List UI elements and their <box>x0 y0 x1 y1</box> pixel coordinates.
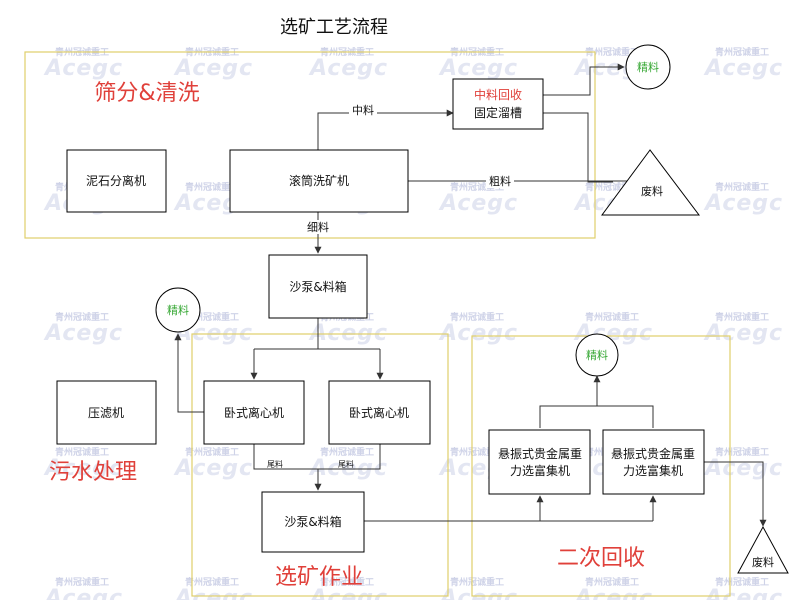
watermark-logo: Acegc <box>43 586 123 600</box>
watermark-layer: 青州冠诚重工Acegc青州冠诚重工Acegc青州冠诚重工Acegc青州冠诚重工A… <box>43 46 783 600</box>
node-medium-recovery-title: 中料回收 <box>474 87 522 102</box>
output-concentrate-top <box>625 44 671 90</box>
node-sand-pump-1-label: 沙泵&料箱 <box>289 279 346 294</box>
edge-label-coarse: 粗料 <box>489 174 511 188</box>
watermark-logo: Acegc <box>703 191 783 216</box>
node-centrifuge-right <box>328 380 431 445</box>
watermark-company: 青州冠诚重工 <box>320 576 374 588</box>
watermark-company: 青州冠诚重工 <box>55 446 109 458</box>
edge-recovery-to-concentrate <box>543 63 625 96</box>
output-concentrate-left-label: 精料 <box>167 303 189 317</box>
watermark-company: 青州冠诚重工 <box>585 576 639 588</box>
watermark-logo: Acegc <box>43 321 123 346</box>
node-drum-washer-label: 滚筒洗矿机 <box>289 173 349 188</box>
node-medium-recovery-sub: 固定溜槽 <box>474 105 522 120</box>
watermark-company: 青州冠诚重工 <box>715 181 769 193</box>
watermark-company: 青州冠诚重工 <box>450 311 504 323</box>
node-concentrator-right-line2: 力选富集机 <box>623 463 683 478</box>
watermark-logo: Acegc <box>173 586 253 600</box>
watermark-company: 青州冠诚重工 <box>715 576 769 588</box>
watermark-logo: Acegc <box>573 586 653 600</box>
edge-label-medium: 中料 <box>352 103 374 117</box>
watermark-logo: Acegc <box>438 321 518 346</box>
output-concentrate-right-label: 精料 <box>586 348 608 362</box>
node-sand-pump-2-label: 沙泵&料箱 <box>284 514 341 529</box>
output-waste-bottom-label: 废料 <box>752 555 774 569</box>
edge-pump-to-centrifuges <box>254 318 380 350</box>
node-concentrator-right-line1: 悬振式贵金属重 <box>611 446 695 461</box>
node-concentrator-left-line2: 力选富集机 <box>510 463 570 478</box>
watermark-company: 青州冠诚重工 <box>185 181 239 193</box>
watermark-company: 青州冠诚重工 <box>55 311 109 323</box>
watermark-logo: Acegc <box>438 191 518 216</box>
watermark-company: 青州冠诚重工 <box>450 576 504 588</box>
watermark-logo: Acegc <box>703 56 783 81</box>
watermark-company: 青州冠诚重工 <box>585 311 639 323</box>
output-concentrate-top-label: 精料 <box>637 60 659 74</box>
node-mud-separator-label: 泥石分离机 <box>86 173 146 188</box>
zone-screening <box>24 51 596 239</box>
watermark-logo: Acegc <box>308 56 388 81</box>
edge-concentrator-to-waste <box>704 461 767 527</box>
node-concentrator-left-line1: 悬振式贵金属重 <box>498 446 582 461</box>
node-centrifuge-left <box>203 380 305 445</box>
node-concentrator-left <box>488 429 591 495</box>
node-medium-recovery <box>452 78 544 130</box>
watermark-logo: Acegc <box>438 56 518 81</box>
watermark-logo: Acegc <box>173 56 253 81</box>
watermark-company: 青州冠诚重工 <box>585 46 639 58</box>
watermark-company: 青州冠诚重工 <box>715 311 769 323</box>
watermark-company: 青州冠诚重工 <box>55 576 109 588</box>
watermark-logo: Acegc <box>173 456 253 481</box>
edge-concentrators-to-concentrate <box>539 376 654 428</box>
zone-beneficiation <box>191 333 449 597</box>
section-label-screening: 筛分&清洗 <box>94 81 199 106</box>
watermark-company: 青州冠诚重工 <box>715 46 769 58</box>
watermark-logo: Acegc <box>703 586 783 600</box>
edge-tailings <box>253 444 381 490</box>
output-concentrate-right <box>575 333 619 377</box>
edge-label-fine: 细料 <box>307 220 329 234</box>
node-sand-pump-2 <box>261 491 365 553</box>
output-waste-top-label: 废料 <box>641 184 663 198</box>
edge-centrifuge-to-concentrate <box>174 333 204 413</box>
watermark-company: 青州冠诚重工 <box>185 446 239 458</box>
node-drum-washer <box>229 149 409 213</box>
node-centrifuge-left-label: 卧式离心机 <box>224 405 284 420</box>
edge-recovery-to-waste <box>543 112 613 183</box>
watermark-company: 青州冠诚重工 <box>320 446 374 458</box>
node-filter-press <box>56 380 157 445</box>
watermark-logo: Acegc <box>703 456 783 481</box>
watermark-logo: Acegc <box>43 56 123 81</box>
watermark-company: 青州冠诚重工 <box>715 446 769 458</box>
output-concentrate-left <box>155 287 201 333</box>
section-label-beneficiation: 选矿作业 <box>275 565 363 590</box>
node-concentrator-right <box>602 429 705 495</box>
watermark-logo: Acegc <box>438 586 518 600</box>
edge-medium <box>317 109 454 150</box>
diagram-title: 选矿工艺流程 <box>280 17 388 38</box>
output-waste-top <box>601 149 701 216</box>
edge-label-tailings-left: 尾料 <box>267 459 283 469</box>
node-filter-press-label: 压滤机 <box>88 406 124 420</box>
watermark-company: 青州冠诚重工 <box>185 576 239 588</box>
node-mud-separator <box>66 149 167 213</box>
node-sand-pump-1 <box>268 254 368 319</box>
edge-label-tailings-right: 尾料 <box>338 459 354 469</box>
watermark-logo: Acegc <box>703 321 783 346</box>
section-label-secondary: 二次回收 <box>557 546 645 571</box>
output-waste-bottom <box>737 525 789 574</box>
section-label-sewage: 污水处理 <box>49 460 137 485</box>
node-centrifuge-right-label: 卧式离心机 <box>349 405 409 420</box>
watermark-logo: Acegc <box>43 456 123 481</box>
